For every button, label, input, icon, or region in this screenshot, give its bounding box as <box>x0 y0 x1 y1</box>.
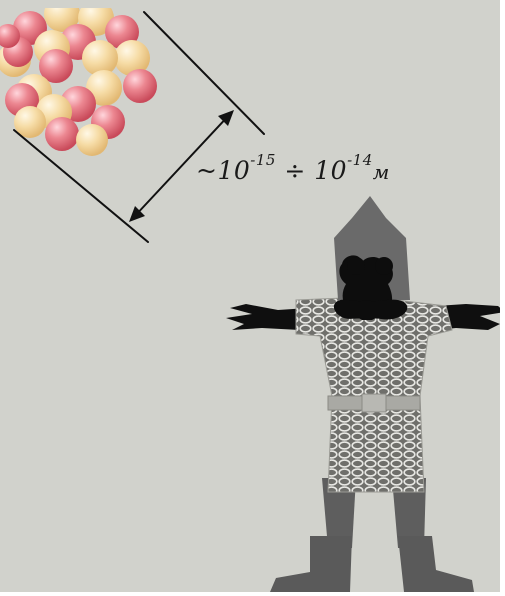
frame-right-edge <box>500 0 505 592</box>
proton <box>45 117 79 151</box>
left-eye-icon <box>347 257 365 275</box>
right-eye-icon <box>375 257 393 275</box>
size-divider: ÷ 10 <box>276 156 347 185</box>
size-exponent-low: -15 <box>250 151 276 169</box>
size-exponent-high: -14 <box>347 151 373 169</box>
size-label: ~10-15 ÷ 10-14м <box>196 156 390 185</box>
size-prefix: ~10 <box>196 156 250 185</box>
neutron <box>76 124 108 156</box>
belt-buckle <box>362 394 386 412</box>
beard <box>334 300 407 320</box>
size-unit: м <box>373 160 390 184</box>
proton <box>123 69 157 103</box>
